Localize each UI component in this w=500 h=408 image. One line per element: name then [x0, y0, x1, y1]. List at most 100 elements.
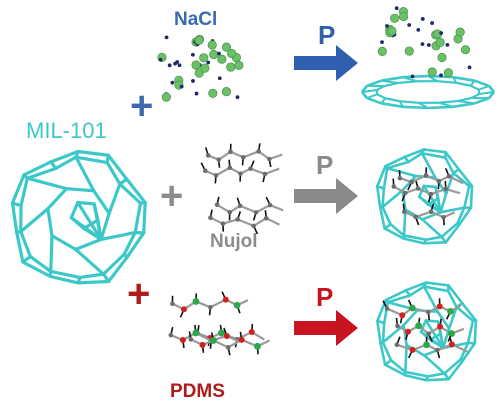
chloride-ion: [217, 76, 222, 81]
carbon-atom: [428, 191, 434, 197]
chloride-ion: [407, 23, 412, 27]
carbon-atom: [214, 202, 220, 208]
oxygen-atom: [409, 346, 416, 353]
oxygen-atom: [448, 341, 455, 348]
carbon-atom: [188, 337, 194, 342]
chloride-ion: [191, 79, 195, 83]
carbon-atom: [402, 190, 408, 196]
bond: [250, 167, 266, 176]
sodium-ion: [208, 88, 218, 98]
chloride-ion: [416, 27, 421, 32]
carbon-atom: [423, 173, 429, 178]
plus-sign-pdms: +: [127, 272, 151, 316]
chloride-ion: [430, 21, 435, 25]
sodium-ion: [435, 37, 445, 47]
silicon-atom: [448, 330, 455, 337]
sodium-ion: [404, 46, 414, 56]
oxygen-atom: [238, 336, 245, 343]
carbon-atom: [220, 221, 226, 226]
collapsed-cage: [360, 74, 496, 110]
chloride-ion: [385, 24, 389, 28]
bond: [448, 175, 464, 185]
carbon-atom: [208, 215, 213, 220]
carbon-atom: [227, 165, 233, 171]
bond: [215, 166, 231, 177]
chloride-ion: [158, 57, 163, 62]
chloride-ion: [164, 35, 169, 40]
mil-101-label: MIL-101: [26, 118, 107, 143]
bond: [218, 150, 232, 161]
pdms-inside-cage: [382, 298, 469, 359]
bond: [411, 174, 427, 184]
sodium-ion: [377, 46, 387, 56]
carbon-atom: [227, 209, 233, 215]
sodium-ion: [191, 60, 201, 70]
sodium-ion: [200, 63, 210, 73]
oxygen-atom: [180, 306, 187, 313]
oxygen-atom: [179, 337, 186, 344]
carbon-atom: [426, 331, 431, 337]
carbon-atom: [267, 156, 272, 162]
silicon-atom: [254, 342, 261, 350]
bond: [415, 210, 432, 218]
sodium-ion: [234, 60, 244, 71]
oxygen-atom: [248, 329, 255, 336]
mil-101-cage: [10, 149, 147, 285]
sodium-ion: [194, 35, 204, 45]
chloride-ion: [179, 84, 184, 89]
oxygen-atom: [199, 341, 206, 348]
bond: [417, 187, 432, 196]
chloride-ion: [445, 43, 450, 47]
bond: [265, 217, 281, 226]
chloride-ion: [235, 95, 240, 100]
carbon-atom: [391, 184, 397, 189]
carbon-atom: [253, 210, 259, 215]
carbon-atom: [401, 209, 407, 215]
carbon-atom: [262, 171, 268, 177]
pressure-label-nacl: P: [318, 20, 336, 50]
oxygen-atom: [437, 323, 444, 330]
bond: [425, 174, 440, 183]
carbon-atom: [170, 301, 175, 307]
oxygen-atom: [222, 296, 229, 303]
chloride-ion: [206, 60, 211, 65]
silicon-atom: [423, 341, 430, 349]
silicon-atom: [447, 307, 454, 315]
bond: [264, 167, 280, 176]
carbon-atom: [205, 153, 211, 158]
sodium-ion: [209, 49, 219, 60]
chloride-ion: [175, 60, 180, 64]
carbon-atom: [443, 186, 449, 192]
silicon-atom: [210, 337, 217, 344]
nujol-label: Nujol: [210, 231, 258, 252]
sodium-ion: [207, 40, 217, 50]
chloride-ion: [439, 73, 443, 78]
nacl-label: NaCl: [174, 9, 218, 30]
chloride-ion: [190, 52, 195, 57]
carbon-atom: [256, 149, 261, 154]
bond: [253, 217, 267, 227]
chloride-ion: [380, 40, 384, 45]
chloride-ion: [170, 80, 175, 85]
sodium-ion: [437, 52, 447, 63]
carbon-atom: [237, 203, 243, 209]
sodium-ion: [161, 92, 171, 102]
sodium-ion: [199, 53, 209, 63]
carbon-atom: [384, 306, 390, 311]
silicon-atom: [415, 322, 422, 330]
chloride-ion: [426, 43, 431, 47]
chloride-ion: [467, 65, 472, 70]
carbon-atom: [409, 179, 414, 185]
carbon-atom: [428, 209, 434, 215]
sodium-ion: [217, 54, 227, 64]
bond: [255, 204, 271, 214]
pressure-arrow-nacl: [294, 45, 358, 81]
carbon-atom: [240, 155, 246, 160]
carbon-atom: [168, 332, 174, 338]
bond: [239, 204, 257, 214]
chloride-ion: [177, 63, 182, 68]
nacl-ion-cluster: [157, 34, 244, 102]
bond: [269, 204, 284, 212]
